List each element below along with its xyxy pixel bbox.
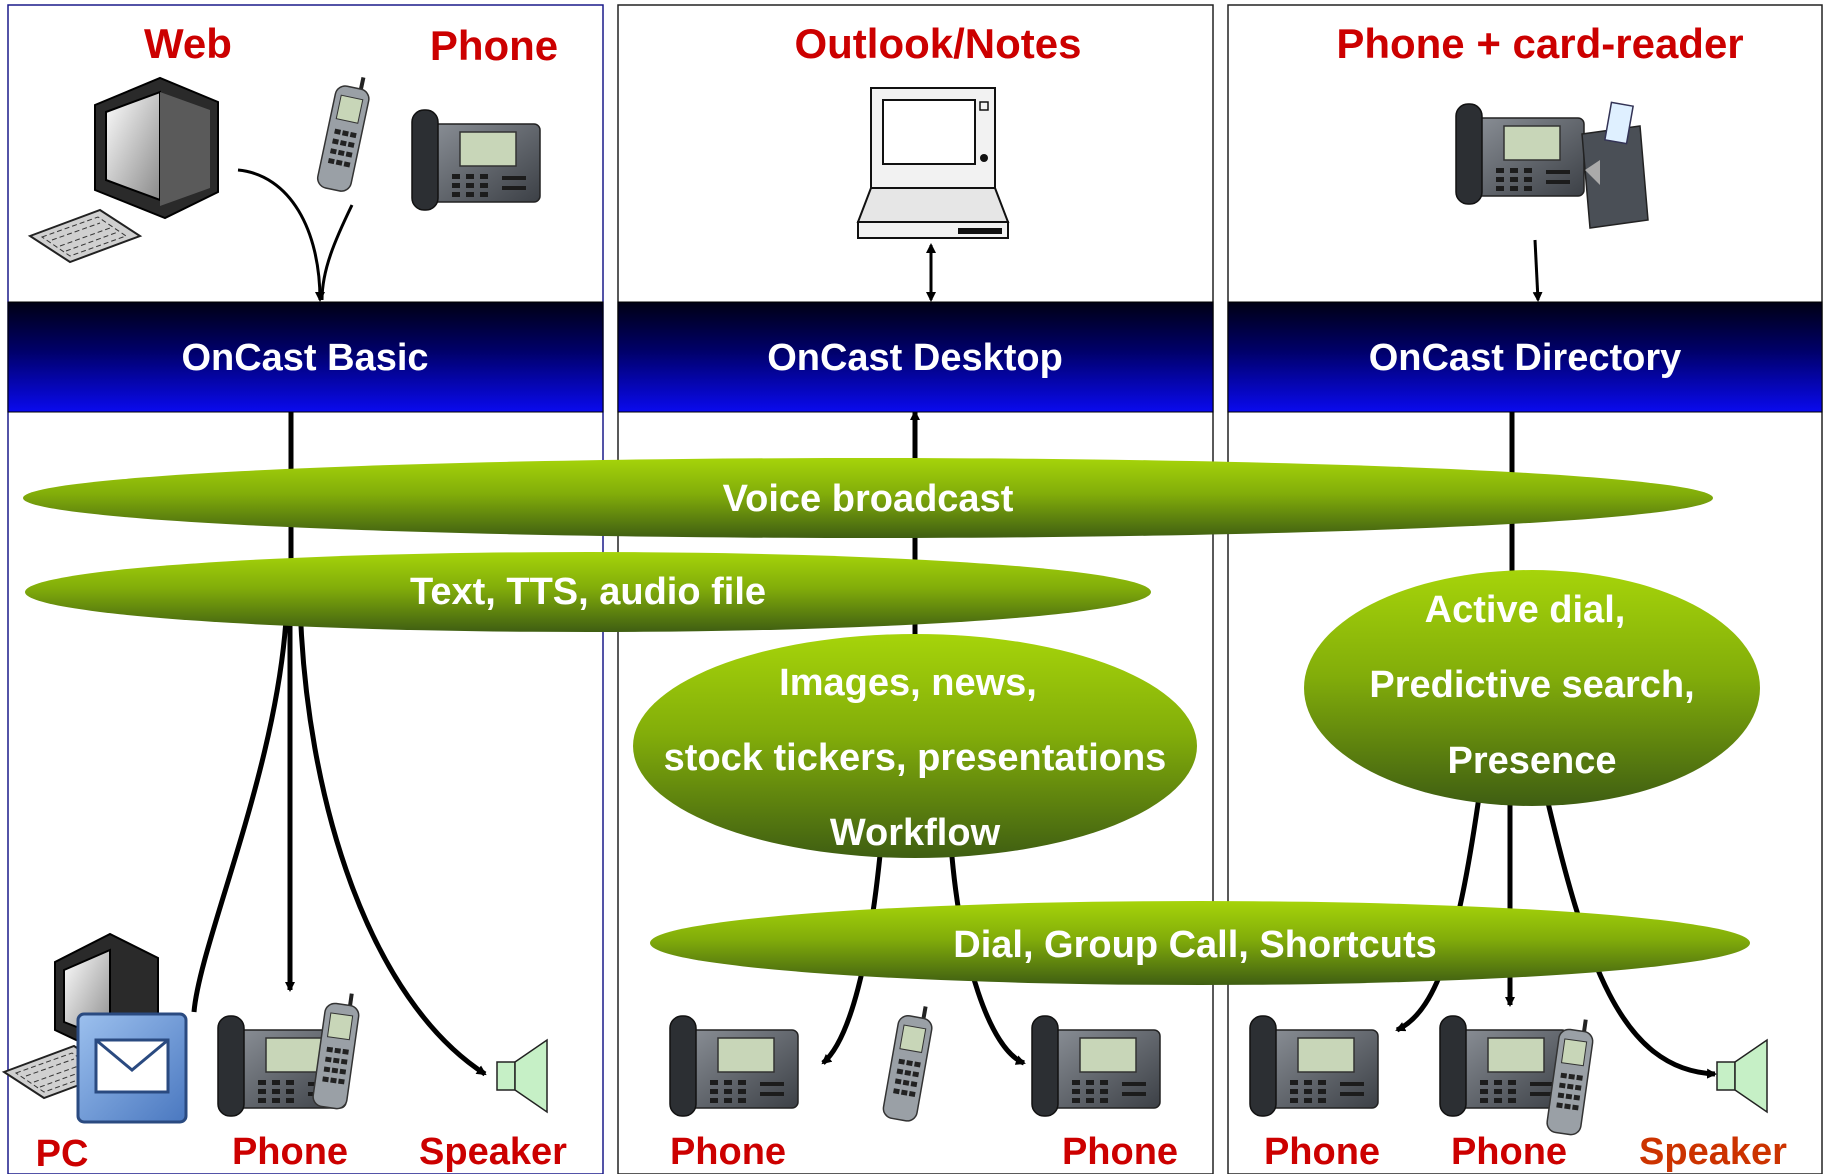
ellipse-text-tts: Text, TTS, audio file <box>25 552 1151 632</box>
target-speaker-basic-label: Speaker <box>419 1131 567 1173</box>
images-line-1: Images, news, <box>779 662 1037 704</box>
ellipse-voice-broadcast: Voice broadcast <box>23 458 1713 538</box>
ellipse-dial-group: Dial, Group Call, Shortcuts <box>650 901 1750 985</box>
images-line-3: Workflow <box>830 812 1001 854</box>
source-web-label: Web <box>144 20 232 67</box>
target-phones-directory-2-icon <box>1439 1015 1597 1137</box>
active-line-2: Predictive search, <box>1369 664 1694 706</box>
active-line-3: Presence <box>1447 740 1616 782</box>
images-line-2: stock tickers, presentations <box>664 737 1167 779</box>
mail-envelope-icon <box>76 1012 188 1124</box>
dial-group-label: Dial, Group Call, Shortcuts <box>953 924 1437 966</box>
target-phone-basic-label: Phone <box>232 1131 348 1173</box>
target-phone-desktop-1-icon <box>669 1015 799 1117</box>
target-pc-label: PC <box>36 1133 89 1174</box>
target-phone-directory-1-icon <box>1249 1015 1379 1117</box>
card-reader-phone-icon <box>1455 101 1649 229</box>
laptop-icon <box>856 87 1010 239</box>
banner-basic-label: OnCast Basic <box>181 337 428 379</box>
banner-directory-label: OnCast Directory <box>1369 337 1682 379</box>
ellipse-images-news: Images, news, stock tickers, presentatio… <box>633 634 1197 858</box>
source-phone-label: Phone <box>430 22 558 69</box>
voice-broadcast-label: Voice broadcast <box>723 478 1014 520</box>
source-outlook-label: Outlook/Notes <box>794 20 1081 67</box>
panel-directory-frame <box>1227 4 1823 1174</box>
source-desk-phone-icon <box>411 109 541 211</box>
top-arrows <box>237 168 1543 302</box>
target-phone-desktop-2-icon <box>1031 1015 1161 1117</box>
target-phones-basic-icon <box>217 989 363 1117</box>
ellipse-active-dial: Active dial, Predictive search, Presence <box>1304 570 1760 806</box>
banner-oncast-basic: OnCast Basic <box>7 301 604 413</box>
text-tts-label: Text, TTS, audio file <box>410 571 766 613</box>
speaker-basic-icon <box>496 1039 548 1113</box>
target-phone-directory-2-label: Phone <box>1451 1131 1567 1173</box>
target-phone-desktop-2-label: Phone <box>1062 1131 1178 1173</box>
target-phone-desktop-1-label: Phone <box>670 1131 786 1173</box>
active-line-1: Active dial, <box>1425 589 1626 631</box>
source-phone-reader-label: Phone + card-reader <box>1336 20 1743 67</box>
web-computer-icon <box>29 76 219 263</box>
speaker-directory-icon <box>1716 1039 1768 1113</box>
target-cell-desktop-icon <box>881 1001 937 1124</box>
banner-oncast-directory: OnCast Directory <box>1227 301 1823 413</box>
target-speaker-directory-label: Speaker <box>1639 1131 1787 1173</box>
source-cell-phone-icon <box>315 71 374 194</box>
banner-oncast-desktop: OnCast Desktop <box>617 301 1214 413</box>
target-phone-directory-1-label: Phone <box>1264 1131 1380 1173</box>
banner-desktop-label: OnCast Desktop <box>767 337 1063 379</box>
